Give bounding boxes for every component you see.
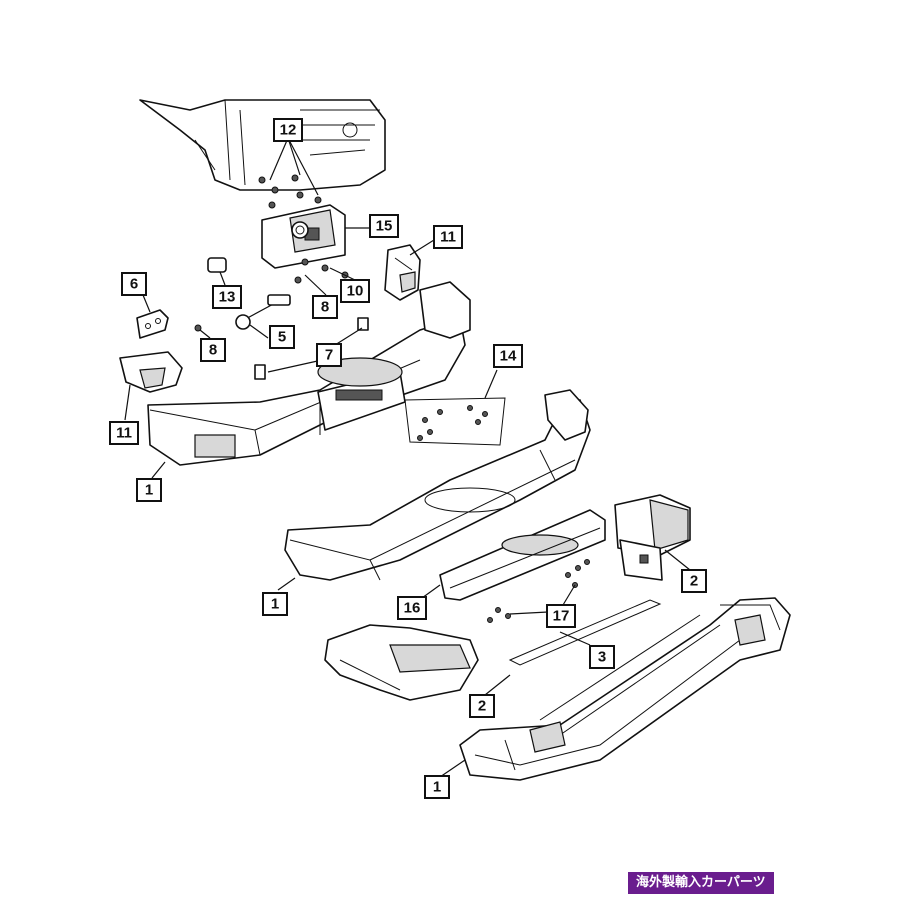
callout-1-upper: 1: [136, 478, 162, 502]
callout-10-text: 10: [347, 283, 364, 300]
tow-hardware-5: [194, 294, 291, 332]
callout-8-left: 8: [200, 338, 226, 362]
bumper-middle: [284, 389, 591, 581]
callout-11-upper-text: 11: [440, 229, 456, 246]
license-bracket-assembly: [261, 204, 346, 269]
callout-15-text: 15: [376, 218, 393, 235]
clip-7b: [357, 317, 369, 331]
callout-1-upper-text: 1: [145, 482, 153, 499]
callout-2-right-text: 2: [690, 573, 698, 590]
mount-bracket-11-lower: [119, 351, 183, 393]
callout-14-text: 14: [500, 348, 517, 365]
callout-10: 10: [340, 279, 370, 303]
callout-8-right: 8: [312, 295, 338, 319]
callout-5-text: 5: [278, 329, 286, 346]
callout-7-text: 7: [325, 347, 333, 364]
callout-13: 13: [212, 285, 242, 309]
callout-7: 7: [316, 343, 342, 367]
callout-2-right: 2: [681, 569, 707, 593]
callout-11-lower: 11: [109, 421, 139, 445]
end-cap-2-right: [614, 494, 691, 581]
callout-2-left-text: 2: [478, 698, 486, 715]
mount-bracket-11-upper: [384, 244, 421, 301]
adhesive-strip-3: [508, 599, 662, 666]
callout-6-text: 6: [130, 276, 138, 293]
callout-6: 6: [121, 272, 147, 296]
callout-17-text: 17: [553, 608, 570, 625]
tube-bumper: [459, 597, 791, 781]
callout-11-upper: 11: [433, 225, 463, 249]
callout-14: 14: [493, 344, 523, 368]
callout-1-lower: 1: [424, 775, 450, 799]
end-cap-2-left: [324, 624, 479, 701]
vehicle-rear-body: [139, 99, 386, 191]
callout-12: 12: [273, 118, 303, 142]
callout-3-text: 3: [598, 649, 606, 666]
bumper-assembly-upper: [147, 281, 471, 466]
bolt-group-12: [258, 174, 349, 284]
callout-5: 5: [269, 325, 295, 349]
leader-lines: [124, 137, 691, 778]
hardware-kit-14: [404, 397, 506, 446]
callout-16-text: 16: [404, 600, 421, 617]
callout-11-lower-text: 11: [116, 425, 132, 442]
callout-1-lower-text: 1: [433, 779, 441, 796]
callout-1-middle-text: 1: [271, 596, 279, 613]
clip-7a: [254, 364, 266, 380]
callout-12-text: 12: [280, 122, 297, 139]
callout-1-middle: 1: [262, 592, 288, 616]
callout-16: 16: [397, 596, 427, 620]
callout-3: 3: [589, 645, 615, 669]
plug-13: [207, 257, 227, 273]
callout-13-text: 13: [219, 289, 236, 306]
callout-2-left: 2: [469, 694, 495, 718]
callout-8-right-text: 8: [321, 299, 329, 316]
callout-8-left-text: 8: [209, 342, 217, 359]
shop-watermark: 海外製輸入カーパーツ: [628, 872, 774, 894]
callout-15: 15: [369, 214, 399, 238]
trim-strip-16: [439, 509, 606, 601]
callout-17: 17: [546, 604, 576, 628]
bracket-6: [136, 309, 169, 339]
